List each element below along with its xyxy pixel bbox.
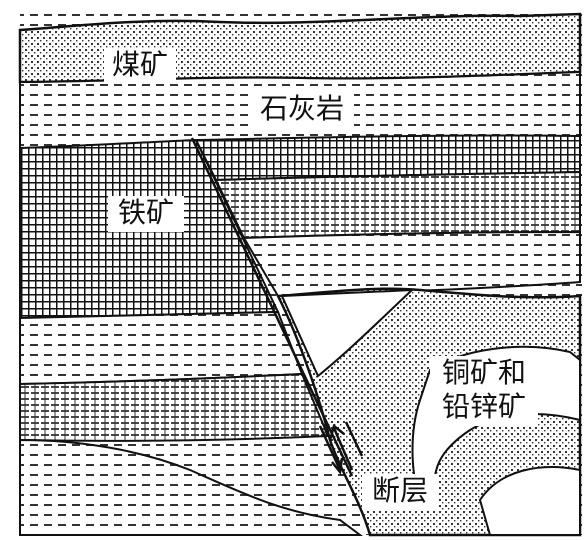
stratum-left-1	[19, 310, 304, 386]
stratum-band-a	[214, 170, 581, 240]
fault-label-bg	[362, 474, 438, 510]
coal-label: 煤矿	[112, 48, 168, 81]
copper-label-bg	[430, 356, 538, 426]
fault-label: 断层	[372, 474, 428, 507]
copper-label-line1: 铜矿和	[442, 356, 526, 389]
stratum-left-3	[19, 438, 363, 536]
fault-line	[190, 137, 354, 477]
fault-arrows	[318, 421, 364, 476]
stratum-left-2	[19, 372, 330, 442]
iron-label-bg	[108, 196, 184, 232]
limestone-label: 石灰岩	[260, 92, 344, 125]
iron-label: 铁矿	[118, 196, 174, 229]
fault-arrow-down	[318, 425, 342, 471]
coal-label-bg	[104, 48, 176, 84]
fault-wedge	[280, 288, 415, 378]
fault-arrow-up	[332, 427, 354, 471]
limestone-label-bg	[250, 92, 354, 128]
copper-label-line2: 铅锌矿	[442, 390, 526, 423]
intrusion-core-lower	[478, 466, 581, 536]
